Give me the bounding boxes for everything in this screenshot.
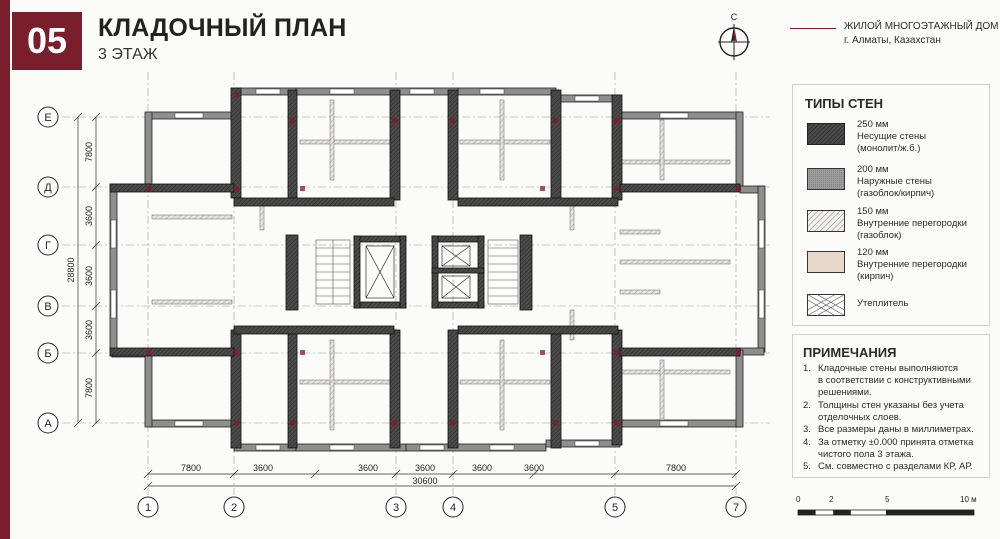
note-item: 3.Все размеры даны в миллиметрах. (803, 424, 974, 435)
svg-text:Д: Д (44, 182, 52, 194)
row-dim: 3600 (84, 266, 94, 286)
svg-text:1: 1 (145, 502, 151, 514)
svg-text:4: 4 (450, 502, 456, 514)
col-total: 30600 (412, 476, 437, 486)
project-name: ЖИЛОЙ МНОГОЭТАЖНЫЙ ДОМ (844, 21, 999, 32)
svg-text:7: 7 (733, 502, 739, 514)
axis-bubble-row: Е (37, 106, 59, 128)
scale-bar: 0 2 5 10 м (796, 495, 977, 516)
svg-text:В: В (44, 301, 51, 313)
legend-item-size: 200 мм (857, 164, 889, 175)
axis-bubble-column: 2 (223, 496, 245, 518)
svg-text:2: 2 (231, 502, 237, 514)
legend-item-material: (газоблок) (857, 230, 902, 241)
axis-bubble-row: Г (37, 234, 59, 256)
row-dim: 3600 (84, 320, 94, 340)
north-arrow-icon: С (718, 12, 750, 60)
column-dimension-texts: 7800 3600 3600 3600 3600 3600 7800 30600 (181, 463, 686, 486)
compass-label: С (731, 12, 738, 22)
col-dim: 3600 (524, 463, 544, 473)
col-dim: 3600 (358, 463, 378, 473)
col-dim: 7800 (181, 463, 201, 473)
row-dim: 3600 (84, 206, 94, 226)
axis-bubble-column: 7 (725, 496, 747, 518)
axis-bubble-column: 3 (385, 496, 407, 518)
legend-item-size: 250 мм (857, 119, 889, 130)
stair-flight (315, 239, 519, 305)
diagonal-hatch-swatch-icon (807, 210, 845, 232)
legend-item-label: Несущие стены (857, 131, 927, 142)
legend-item-material: (кирпич) (857, 271, 894, 282)
svg-text:Е: Е (44, 112, 51, 124)
page-title: КЛАДОЧНЫЙ ПЛАН (98, 14, 347, 42)
legend-item-label: Наружные стены (857, 176, 932, 187)
note-item: 5.См. совместно с разделами КР, АР. (803, 461, 973, 472)
axis-bubble-column: 1 (137, 496, 159, 518)
dark-hatch-swatch-icon (807, 123, 845, 145)
sheet-number: 05 (12, 12, 82, 70)
gray-swatch-icon (807, 168, 845, 190)
scale-label: 5 (885, 495, 890, 504)
legend-item-material: (газоблок/кирпич) (857, 188, 935, 199)
load-bearing-walls (109, 87, 741, 449)
legend-item-size: 150 мм (857, 206, 889, 217)
col-dim: 3600 (415, 463, 435, 473)
cross-hatch-swatch-icon (807, 294, 845, 316)
row-dimension-lines (73, 112, 101, 428)
row-dim: 7800 (84, 142, 94, 162)
axis-bubble-row: В (37, 295, 59, 317)
legend-item: Утеплитель (807, 290, 987, 330)
junction-markers (146, 92, 741, 425)
svg-text:3: 3 (393, 502, 399, 514)
axis-bubble-column: 4 (442, 496, 464, 518)
svg-text:Б: Б (44, 348, 51, 360)
row-dimension-texts: 7800 3600 3600 3600 7800 28800 (66, 142, 94, 398)
axis-bubble-row: А (37, 412, 59, 434)
col-dim: 3600 (253, 463, 273, 473)
beige-swatch-icon (807, 251, 845, 273)
scale-label: 0 (796, 495, 801, 504)
legend-item-material: (монолит/ж.б.) (857, 143, 921, 154)
col-dim: 3600 (472, 463, 492, 473)
col-dim: 7800 (666, 463, 686, 473)
windows (110, 88, 765, 451)
legend-title: ТИПЫ СТЕН (805, 96, 884, 111)
notes-panel: ПРИМЕЧАНИЯ 1.Кладочные стены выполняются… (792, 334, 990, 478)
project-location: г. Алматы, Казахстан (844, 35, 941, 46)
column-dimension-lines (143, 469, 741, 491)
floor-subtitle: 3 ЭТАЖ (98, 46, 158, 63)
legend-item-size: 120 мм (857, 247, 889, 258)
svg-text:А: А (44, 418, 52, 430)
row-axes: Е Д Г В Б А (37, 106, 59, 434)
masonry-floor-plan: Е Д Г В Б А 7800 3600 3600 3600 7800 288… (37, 72, 770, 518)
scale-label: 10 м (960, 495, 977, 504)
axis-bubble-row: Д (37, 176, 59, 198)
row-dim: 7800 (84, 378, 94, 398)
legend-item-label: Утеплитель (857, 298, 909, 309)
legend-item-label: Внутренние перегородки (857, 259, 967, 270)
column-axes: 1 2 3 4 5 7 (137, 496, 747, 518)
row-total: 28800 (66, 257, 76, 282)
accent-sidebar (0, 0, 10, 539)
project-accent-line (790, 28, 836, 29)
axis-bubble-row: Б (37, 342, 59, 364)
scale-label: 2 (829, 495, 834, 504)
axis-bubble-column: 5 (604, 496, 626, 518)
svg-text:Г: Г (45, 240, 51, 252)
notes-title: ПРИМЕЧАНИЯ (803, 345, 897, 360)
elevator-shafts (365, 245, 471, 299)
svg-text:5: 5 (612, 502, 618, 514)
legend-item-label: Внутренние перегородки (857, 218, 967, 229)
